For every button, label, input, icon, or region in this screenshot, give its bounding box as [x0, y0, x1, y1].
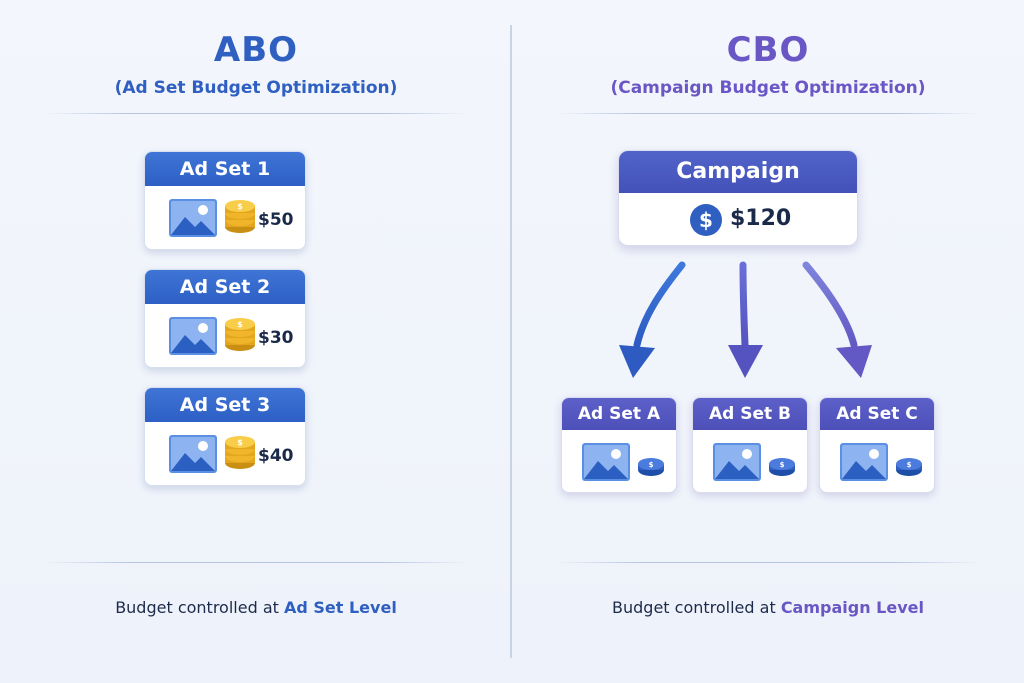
ad-set-budget: $50 [258, 210, 294, 230]
abo-bottom-divider [42, 562, 470, 563]
image-icon [713, 443, 761, 481]
abo-footer-emphasis: Ad Set Level [283, 598, 397, 617]
arrow-down-icon [728, 261, 763, 378]
svg-text:$: $ [237, 438, 243, 447]
abo-subtitle: (Ad Set Budget Optimization) [114, 78, 398, 98]
ad-set-card-3: Ad Set 3 $ $40 [144, 387, 306, 486]
cbo-top-divider [554, 113, 982, 114]
svg-text:$: $ [780, 461, 785, 469]
ad-set-label: Ad Set 2 [145, 270, 305, 304]
campaign-budget: $120 [730, 206, 792, 231]
campaign-card: Campaign $ $120 [618, 150, 858, 246]
image-icon [169, 199, 217, 237]
abo-top-divider [42, 113, 470, 114]
image-icon [582, 443, 630, 481]
cbo-footer-text: Budget controlled at [612, 598, 781, 617]
ad-set-card-2: Ad Set 2 $ $30 [144, 269, 306, 368]
ad-set-card-1: Ad Set 1 $ $50 [144, 151, 306, 250]
arrow-down-icon [802, 261, 872, 378]
budget-flow-arrows [619, 261, 872, 378]
dollar-icon: $ [690, 204, 722, 236]
abo-footer-text: Budget controlled at [115, 598, 284, 617]
ad-set-label: Ad Set 3 [145, 388, 305, 422]
coin-icon: $ [896, 458, 922, 476]
svg-text:$: $ [237, 202, 243, 211]
campaign-label: Campaign [619, 151, 857, 193]
cbo-panel: CBO (Campaign Budget Optimization) Campa… [512, 0, 1024, 683]
cbo-footer-emphasis: Campaign Level [780, 598, 924, 617]
ad-set-budget: $40 [258, 446, 294, 466]
abo-footer: Budget controlled at Ad Set Level [0, 598, 512, 617]
cbo-subtitle: (Campaign Budget Optimization) [610, 78, 926, 98]
coin-stack-icon: $ [225, 200, 255, 233]
image-icon [169, 317, 217, 355]
svg-text:$: $ [237, 320, 243, 329]
coin-stack-icon: $ [225, 318, 255, 351]
coin-icon: $ [769, 458, 795, 476]
center-divider [510, 25, 512, 658]
abo-panel: ABO (Ad Set Budget Optimization) Ad Set … [0, 30, 512, 617]
ad-set-budget: $30 [258, 328, 294, 348]
image-icon [840, 443, 888, 481]
cbo-bottom-divider [554, 562, 982, 563]
image-icon [169, 435, 217, 473]
ad-set-card-c: Ad Set C $ [819, 397, 935, 493]
ad-set-card-b: Ad Set B $ [692, 397, 808, 493]
ad-set-card-a: Ad Set A $ [561, 397, 677, 493]
ad-set-label: Ad Set B [693, 398, 807, 430]
svg-text:$: $ [907, 461, 912, 469]
ad-set-label: Ad Set C [820, 398, 934, 430]
ad-set-label: Ad Set 1 [145, 152, 305, 186]
cbo-footer: Budget controlled at Campaign Level [512, 598, 1024, 617]
arrow-down-icon [619, 261, 686, 378]
ad-set-label: Ad Set A [562, 398, 676, 430]
cbo-title: CBO [726, 30, 810, 70]
abo-title: ABO [213, 30, 299, 70]
svg-text:$: $ [649, 461, 654, 469]
coin-icon: $ [638, 458, 664, 476]
coin-stack-icon: $ [225, 436, 255, 469]
